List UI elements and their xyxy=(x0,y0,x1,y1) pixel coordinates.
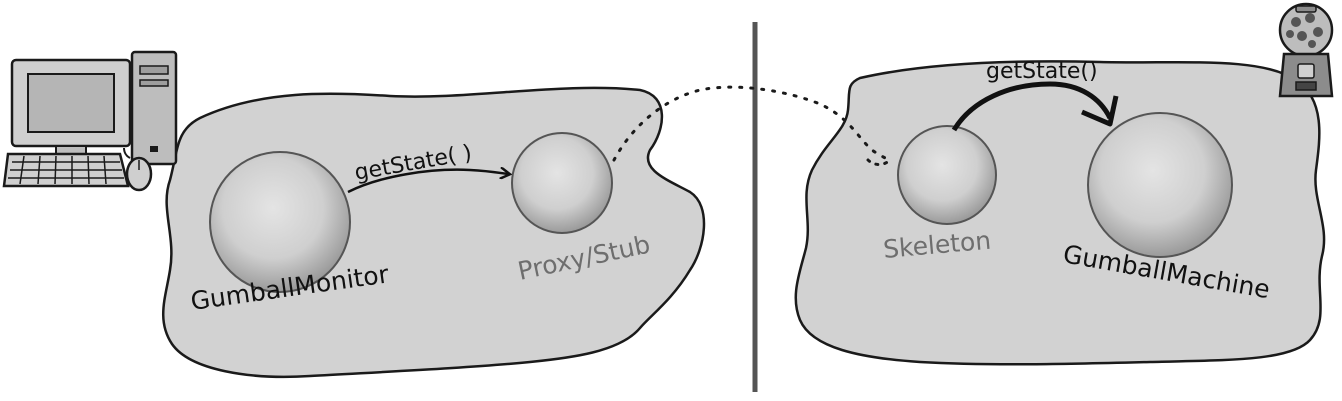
client-call-arrow xyxy=(347,170,508,194)
network-connection-end xyxy=(866,158,892,166)
computer-icon xyxy=(2,50,178,192)
server-heap-blob xyxy=(794,60,1326,366)
gumball-machine-icon xyxy=(1278,2,1334,98)
gumball-monitor-sphere xyxy=(209,151,351,293)
gumball-machine-sphere xyxy=(1087,112,1233,258)
network-connection xyxy=(612,85,894,164)
proxy-sphere xyxy=(511,132,613,234)
skeleton-sphere xyxy=(897,125,997,225)
server-method-label: getState() xyxy=(986,59,1098,84)
server-call-arrow xyxy=(951,81,1113,132)
server-call-arrowhead xyxy=(1081,95,1119,127)
